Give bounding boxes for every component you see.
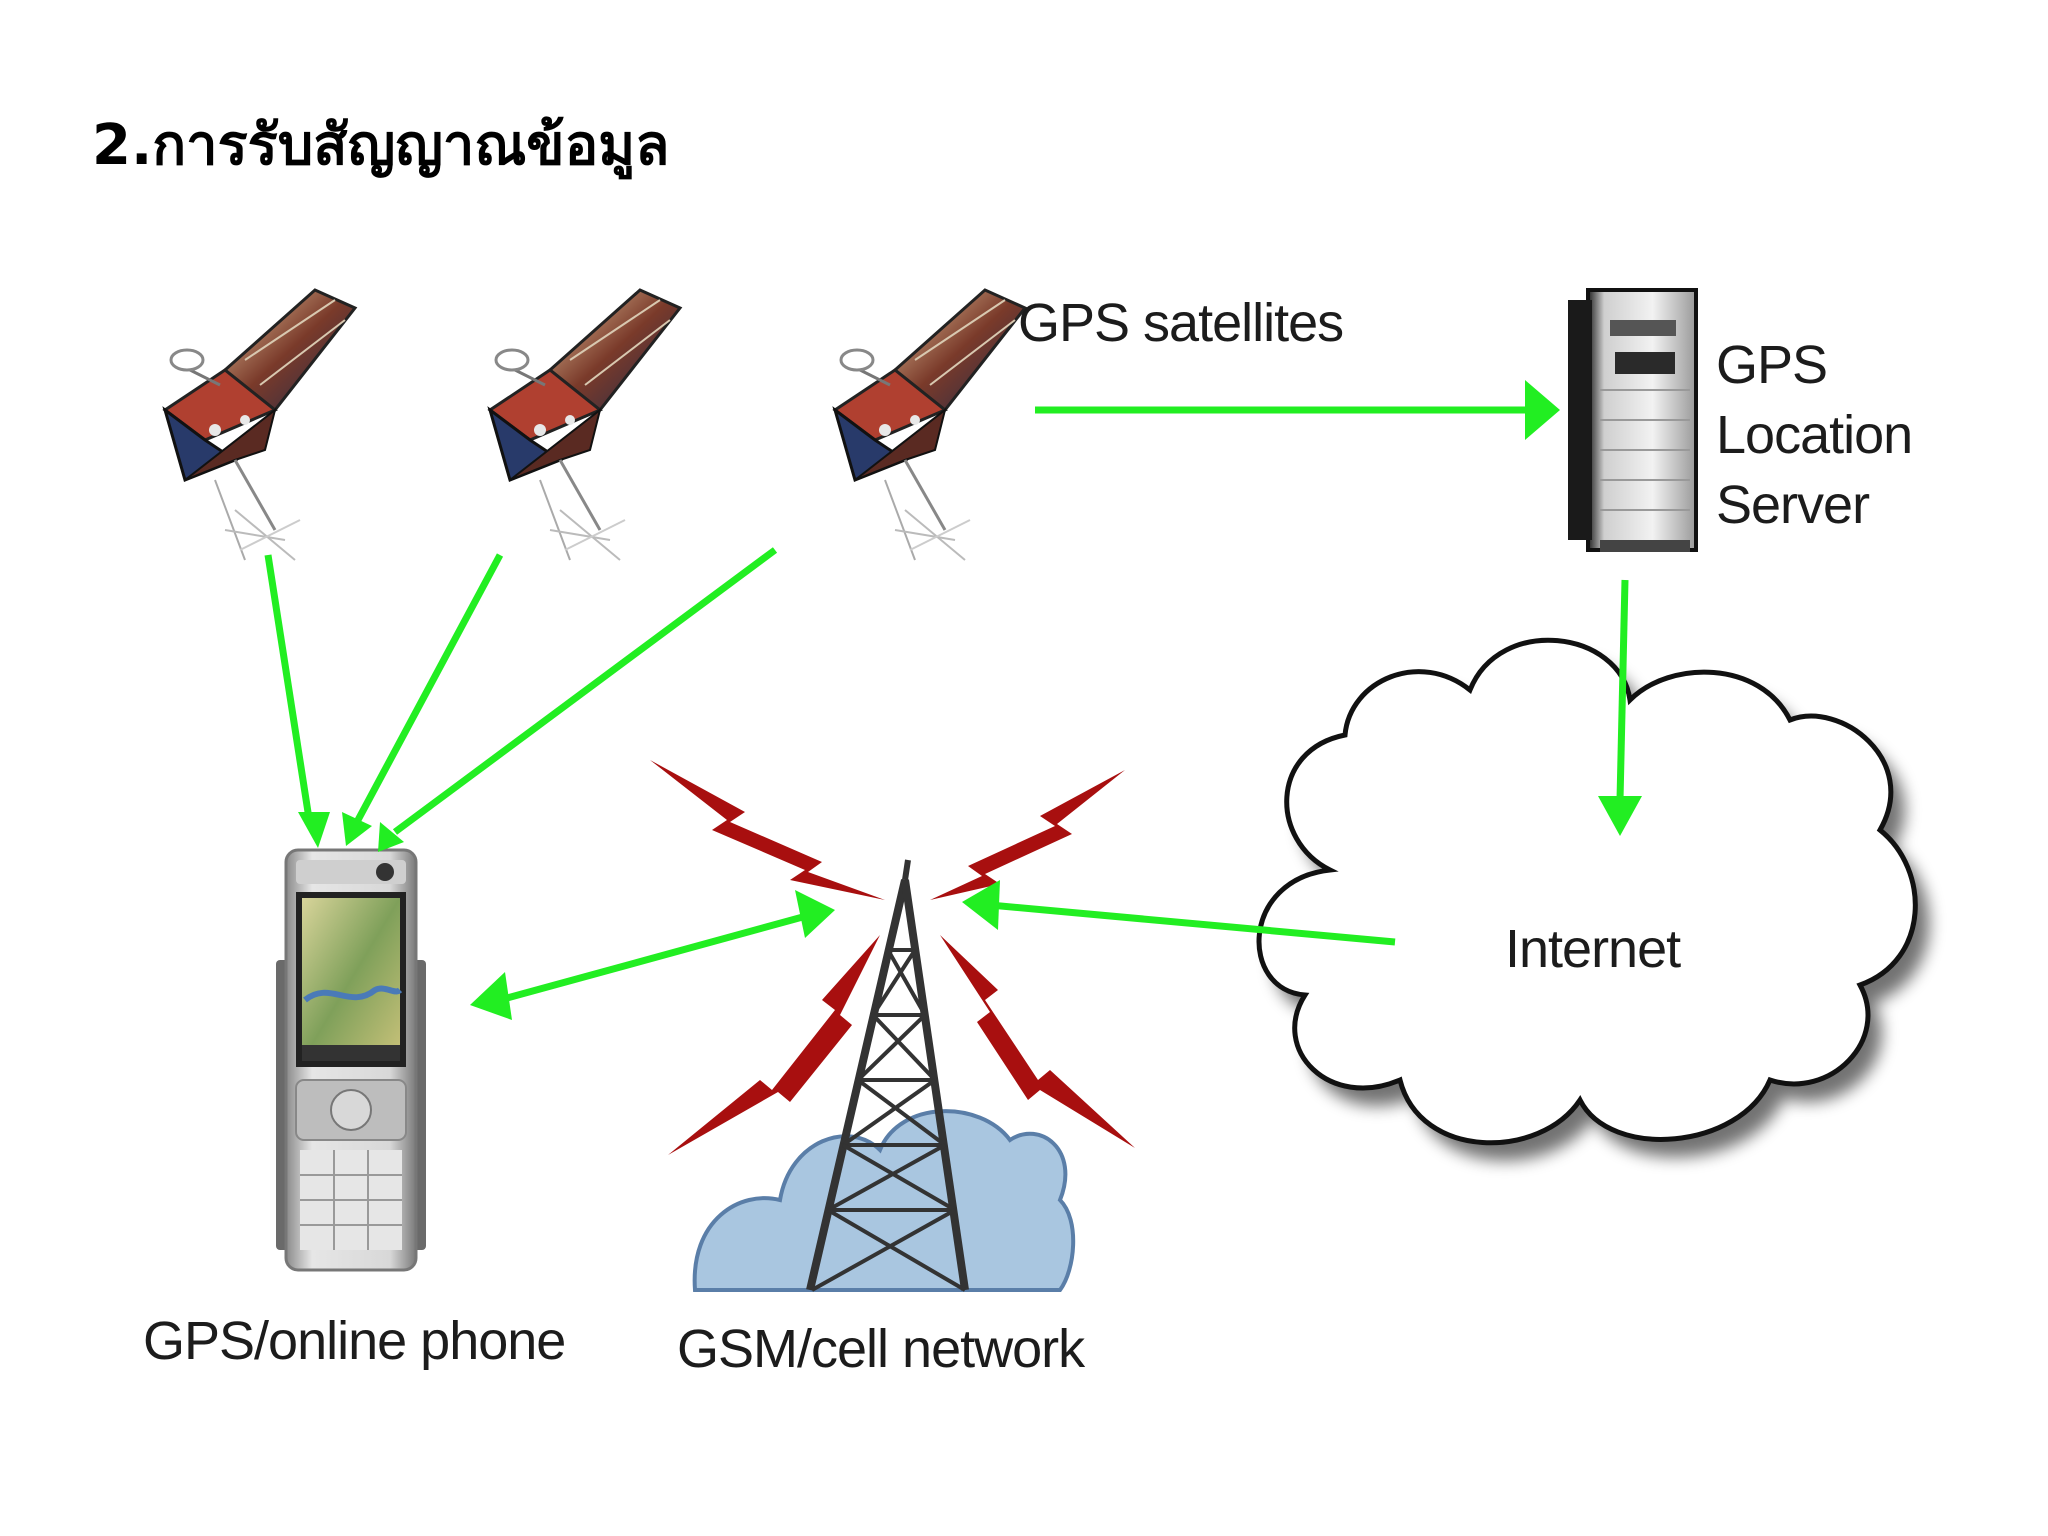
server-label-line: GPS bbox=[1716, 335, 1828, 395]
arrow-satellite-to-phone bbox=[264, 554, 330, 848]
mobile-phone-icon bbox=[276, 848, 426, 1272]
satellites-label: GPS satellites bbox=[1018, 293, 1344, 353]
cell-tower-icon bbox=[692, 859, 1076, 1292]
satellite-icon bbox=[163, 288, 357, 562]
arrow-server-to-internet bbox=[1598, 579, 1642, 836]
internet-cloud-icon bbox=[1256, 637, 1930, 1161]
arrow-phone-tower-bidirectional bbox=[470, 890, 835, 1020]
satellite-icon bbox=[488, 288, 682, 562]
arrow-satellite-to-phone bbox=[342, 553, 504, 846]
signal-arrows bbox=[264, 380, 1642, 1020]
arrow-satellite-to-phone bbox=[378, 547, 778, 852]
server-label-line: Location bbox=[1716, 405, 1913, 465]
arrow-internet-to-tower bbox=[962, 880, 1396, 946]
radio-signal-lightning bbox=[650, 760, 1135, 1155]
server-label-line: Server bbox=[1716, 475, 1870, 535]
arrow-satellites-to-server bbox=[1035, 380, 1560, 440]
page-title: 2.การรับสัญญาณข้อมูล bbox=[92, 113, 670, 178]
server-label: GPS Location Server bbox=[1716, 330, 1913, 540]
network-label: GSM/cell network bbox=[677, 1319, 1085, 1379]
internet-label: Internet bbox=[1505, 919, 1681, 979]
phone-label: GPS/online phone bbox=[143, 1311, 566, 1371]
server-icon bbox=[1568, 288, 1698, 552]
satellite-icon bbox=[833, 288, 1027, 562]
